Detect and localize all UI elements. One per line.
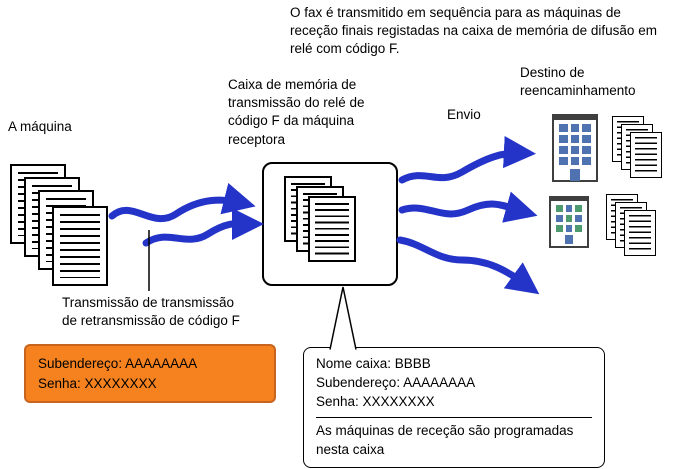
relay-input-arrow-2 <box>142 207 264 247</box>
relay-input-arrow-1 <box>108 182 256 223</box>
sender-password: Senha: XXXXXXXX <box>38 375 157 391</box>
sender-subaddress: Subendereço: AAAAAAAA <box>38 356 198 371</box>
destination-document-stack-icon <box>612 116 666 180</box>
send-arrow-bottom <box>396 236 540 295</box>
office-building-icon <box>552 114 598 182</box>
callout-note: As máquinas de receção são programadas n… <box>316 422 574 457</box>
document-icon <box>52 206 108 286</box>
send-arrow-middle <box>398 191 538 223</box>
building-door <box>565 235 573 244</box>
document-icon <box>308 196 356 262</box>
building-roof <box>554 116 596 120</box>
document-text-lines <box>635 137 657 173</box>
office-building-icon <box>549 196 589 248</box>
sender-info-box: Subendereço: AAAAAAAA Senha: XXXXXXXX <box>24 344 276 404</box>
building-roof <box>551 198 587 201</box>
callout-subaddress: Subendereço: AAAAAAAA <box>316 374 476 390</box>
transmission-caption: Transmissão de transmissão de retransmis… <box>62 295 240 329</box>
destination-label: Destino de reencaminhamento <box>520 65 636 99</box>
relay-memory-box-label: Caixa de memória de transmissão do relé … <box>228 77 365 147</box>
document-text-lines <box>60 214 100 278</box>
building-windows <box>551 201 587 234</box>
relay-box-info-callout: Nome caixa: BBBB Subendereço: AAAAAAAA S… <box>303 347 605 469</box>
send-label: Envio <box>447 107 481 122</box>
document-icon <box>630 132 662 178</box>
top-note-text: O fax é transmitido em sequência para as… <box>290 5 657 57</box>
callout-password: Senha: XXXXXXXX <box>316 393 435 409</box>
document-text-lines <box>629 215 651 251</box>
send-arrow-top <box>398 136 536 184</box>
machine-label: A máquina <box>8 119 72 134</box>
relay-memory-box-icon <box>262 162 398 286</box>
callout-divider <box>316 416 592 418</box>
destination-document-stack-icon <box>606 194 660 258</box>
callout-box-name: Nome caixa: BBBB <box>316 356 431 371</box>
document-icon <box>624 210 656 256</box>
building-door <box>570 169 580 181</box>
callout-pointer <box>329 286 357 350</box>
document-text-lines <box>315 203 349 255</box>
building-windows <box>554 120 596 167</box>
sender-document-stack-icon <box>10 164 112 288</box>
